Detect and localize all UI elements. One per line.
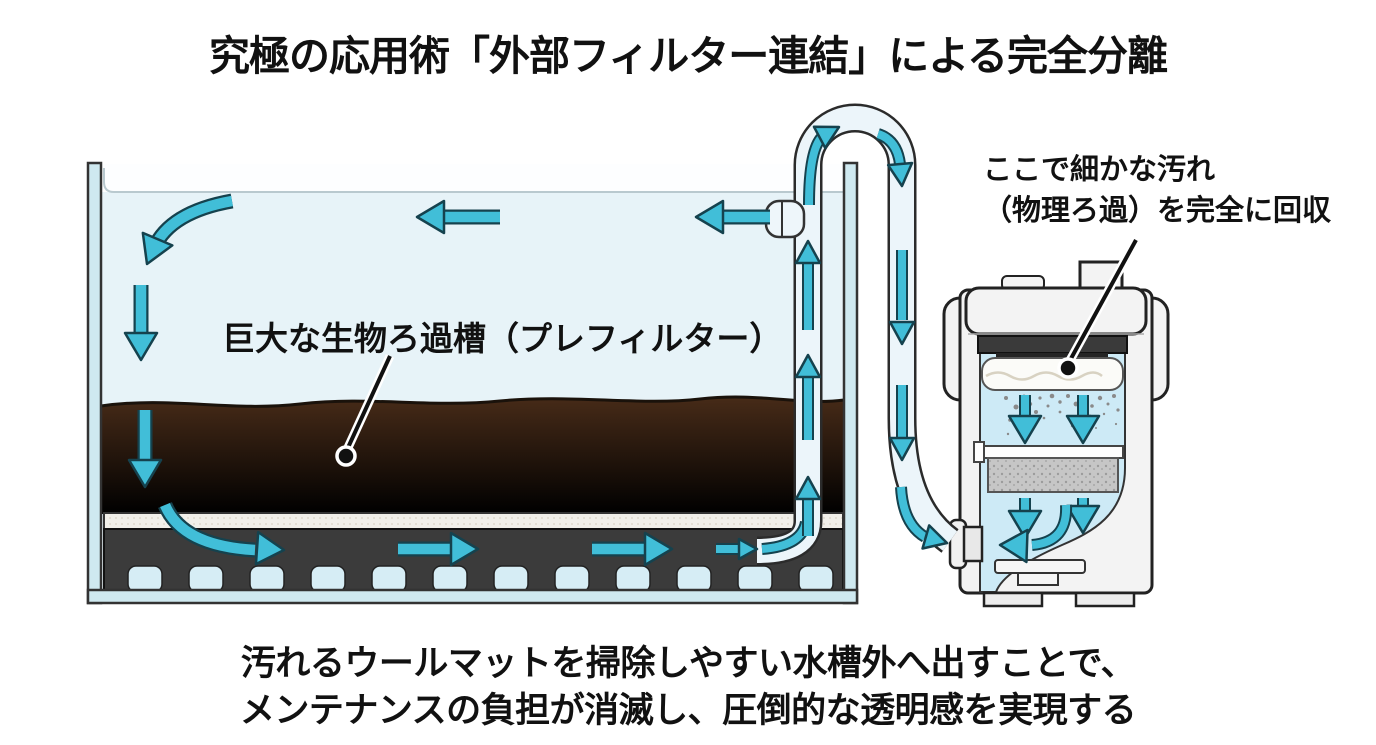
tank-right-wall [842, 161, 859, 605]
filter-foot-left [982, 591, 1044, 608]
filter-label-line1: ここで細かな汚れ [983, 154, 1216, 186]
flow-arrow-into-filter [895, 486, 952, 556]
filter-label-line2: （物理ろ過）を完全に回収 [983, 195, 1332, 227]
filter-label: ここで細かな汚れ （物理ろ過）を完全に回収 [983, 150, 1331, 232]
flow-arrow-filter-out [998, 504, 1073, 564]
flow-arrow-left-2 [694, 199, 770, 235]
tank-bottom-glass [86, 588, 859, 605]
flow-arrow-filter-down-2b [1065, 498, 1101, 535]
waterline [103, 168, 844, 193]
flow-arrow-topleft-curve [131, 193, 234, 272]
flow-arrow-arc-up [803, 115, 846, 206]
caption-line2: メンテナンスの負担が消滅し、圧倒的な透明感を実現する [239, 691, 1137, 730]
leader-line-tank [335, 354, 395, 467]
filter-sponge [987, 457, 1119, 493]
filter-lid-bar [977, 335, 1128, 354]
flow-arrow-arc-down [875, 128, 916, 189]
leader-line-filter [1057, 237, 1140, 379]
flow-arrow-riser-up-1 [794, 475, 822, 536]
flow-arrow-riser-up-2 [794, 353, 822, 440]
media-tray [981, 445, 1124, 459]
substrate-soil [101, 396, 844, 514]
flow-arrow-filter-down-1b [1065, 395, 1101, 445]
tank-left-wall [86, 161, 103, 605]
caption-line1: 汚れるウールマットを掃除しやすい水槽外へ出すことで、 [240, 644, 1136, 683]
pump-part [994, 559, 1086, 574]
substrate-top-line [100, 395, 845, 408]
outflow-nozzle [764, 199, 806, 239]
flow-arrow-hose-down-1 [888, 250, 916, 346]
flow-arrow-plate-right-2 [592, 531, 674, 567]
tank-label: 巨大な生物ろ過槽（プレフィルター） [222, 320, 783, 357]
flow-arrow-hose-down-2 [888, 385, 916, 462]
external-filter [942, 260, 1170, 608]
water-surface-band [101, 164, 844, 192]
flow-arrow-filter-down-2a [1007, 498, 1043, 540]
flow-arrow-left-1 [415, 199, 500, 235]
flow-arrow-into-plate [158, 501, 287, 568]
flow-arrow-plate-right-1 [398, 531, 480, 567]
flow-arrow-filter-down-1a [1007, 395, 1043, 445]
flow-arrows [123, 115, 1101, 568]
flow-arrow-plate-right-small [716, 537, 759, 561]
inlet-collar [962, 525, 984, 563]
filter-foot-right [1074, 591, 1136, 608]
aquarium-tank [86, 161, 859, 605]
bottom-caption: 汚れるウールマットを掃除しやすい水槽外へ出すことで、 メンテナンスの負担が消滅し… [0, 640, 1376, 734]
tank-wool-mat [103, 512, 844, 530]
flow-arrow-down-water [123, 285, 159, 362]
filter-head [964, 286, 1148, 336]
flow-arrow-riser-up-3 [794, 239, 822, 330]
flow-arrow-down-substrate [127, 410, 163, 489]
page-title: 究極の応用術「外部フィルター連結」による完全分離 [209, 33, 1168, 79]
